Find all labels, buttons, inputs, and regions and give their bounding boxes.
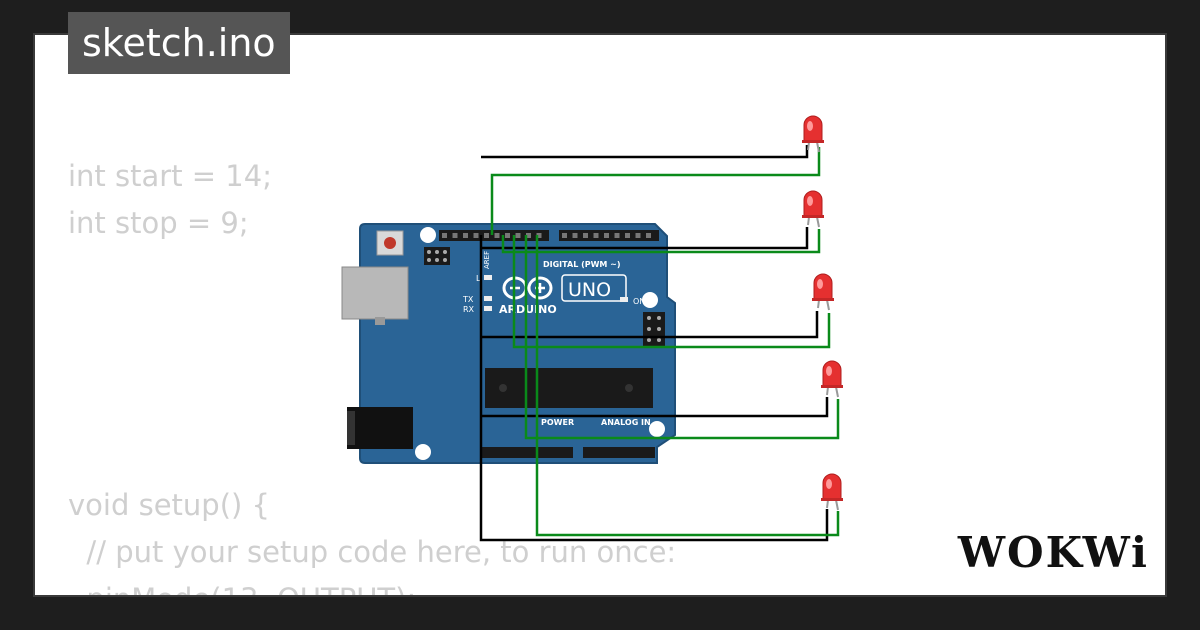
code-line: pinMode(13, OUTPUT); [68, 582, 416, 595]
led-5[interactable] [821, 473, 843, 511]
led-1[interactable] [802, 115, 824, 153]
led-3[interactable] [812, 273, 834, 311]
led-2[interactable] [802, 190, 824, 228]
code-line: int start = 14; [68, 159, 272, 193]
board-logo-text: ARDUINO [499, 303, 557, 316]
file-tab[interactable]: sketch.ino [68, 12, 290, 74]
led-4[interactable] [821, 360, 843, 398]
power-header [481, 447, 573, 458]
power-jack [347, 407, 413, 449]
usb-port [341, 266, 409, 320]
tx-label: TX [462, 295, 474, 304]
preview-card: int start = 14; int stop = 9; void setup… [35, 35, 1165, 595]
aref-label: AREF [483, 251, 491, 269]
uno-badge [561, 274, 627, 302]
digital-header-left [439, 230, 549, 241]
power-label: POWER [541, 418, 574, 427]
board-model: UNO [568, 279, 611, 301]
code-line: int stop = 9; [68, 206, 249, 240]
wokwi-logo: WOKWi [957, 528, 1149, 577]
arduino-uno-board[interactable]: ARDUINO UNO DIGITAL (PWM ~) POWER ANALOG… [341, 223, 676, 464]
digital-label: DIGITAL (PWM ~) [543, 260, 621, 269]
led-l-label: L [476, 274, 481, 283]
analog-label: ANALOG IN [601, 418, 651, 427]
code-snippet: int start = 14; int stop = 9; void setup… [68, 153, 676, 595]
on-label: ON [633, 297, 645, 306]
rx-label: RX [463, 305, 475, 314]
reset-button[interactable] [376, 230, 404, 256]
analog-header [583, 447, 655, 458]
circuit-diagram: ARDUINO UNO DIGITAL (PWM ~) POWER ANALOG… [341, 115, 843, 542]
wires [479, 145, 840, 542]
code-line: void setup() { [68, 488, 270, 522]
